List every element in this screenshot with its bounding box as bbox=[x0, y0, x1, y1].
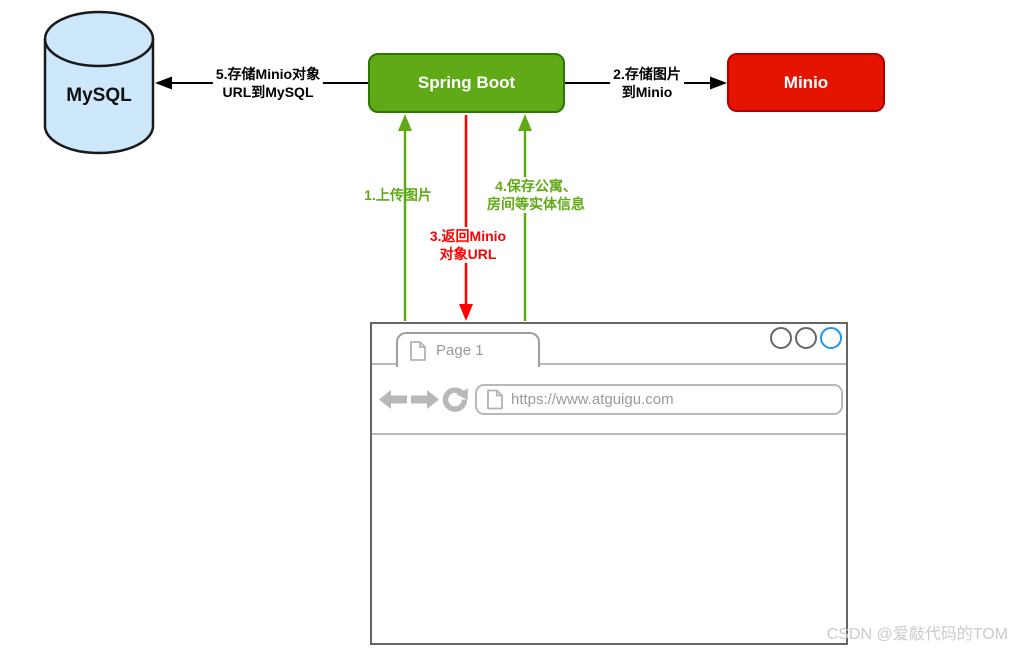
edge-label-line: 房间等实体信息 bbox=[487, 196, 585, 212]
edge-label-line: 对象URL bbox=[439, 246, 497, 262]
edge-label-return-minio-url: 3.返回Minio 对象URL bbox=[426, 227, 510, 263]
arrow-upload-image bbox=[398, 114, 412, 321]
edge-label-line: 1.上传图片 bbox=[364, 187, 432, 203]
browser-tab-strip: Page 1 bbox=[372, 324, 846, 367]
page-icon bbox=[410, 340, 426, 361]
browser-page-content bbox=[372, 435, 846, 643]
window-button-circle[interactable] bbox=[795, 327, 817, 349]
edge-label-line: 到Minio bbox=[621, 84, 673, 100]
window-button-circle-active[interactable] bbox=[820, 327, 842, 349]
edge-label-line: 3.返回Minio bbox=[429, 228, 507, 244]
node-minio: Minio bbox=[727, 53, 885, 112]
window-button-circle[interactable] bbox=[770, 327, 792, 349]
arrow-return-minio-url bbox=[459, 115, 473, 321]
mysql-database-cylinder bbox=[43, 10, 155, 155]
mysql-node-label: MySQL bbox=[66, 85, 132, 106]
url-bar[interactable]: https://www.atguigu.com bbox=[475, 383, 843, 415]
edge-label-save-entities: 4.保存公寓、 房间等实体信息 bbox=[484, 177, 588, 213]
window-buttons bbox=[770, 327, 842, 349]
edge-label-line: 5.存储Minio对象 bbox=[215, 66, 321, 82]
url-text: https://www.atguigu.com bbox=[511, 390, 674, 408]
edge-label-store-url-to-mysql: 5.存储Minio对象 URL到MySQL bbox=[212, 65, 324, 101]
edge-label-store-image-to-minio: 2.存储图片 到Minio bbox=[610, 65, 684, 101]
spring-boot-label: Spring Boot bbox=[417, 73, 516, 92]
refresh-icon[interactable] bbox=[442, 386, 469, 412]
back-icon[interactable] bbox=[378, 387, 408, 412]
edge-label-line: URL到MySQL bbox=[222, 84, 314, 100]
browser-tab[interactable]: Page 1 bbox=[396, 332, 540, 367]
node-spring-boot: Spring Boot bbox=[368, 53, 565, 113]
browser-window: Page 1 h bbox=[370, 322, 848, 645]
edge-label-line: 2.存储图片 bbox=[613, 66, 681, 82]
arrow-save-entities bbox=[518, 114, 532, 321]
minio-label: Minio bbox=[783, 72, 829, 92]
browser-navbar: https://www.atguigu.com bbox=[372, 365, 846, 435]
forward-icon[interactable] bbox=[410, 387, 440, 412]
watermark: CSDN @爱敲代码的TOM bbox=[826, 626, 1008, 643]
edge-label-line: 4.保存公寓、 bbox=[495, 178, 577, 194]
browser-tab-title: Page 1 bbox=[436, 342, 484, 359]
page-icon bbox=[487, 389, 503, 409]
edge-label-upload-image: 1.上传图片 bbox=[361, 186, 435, 204]
